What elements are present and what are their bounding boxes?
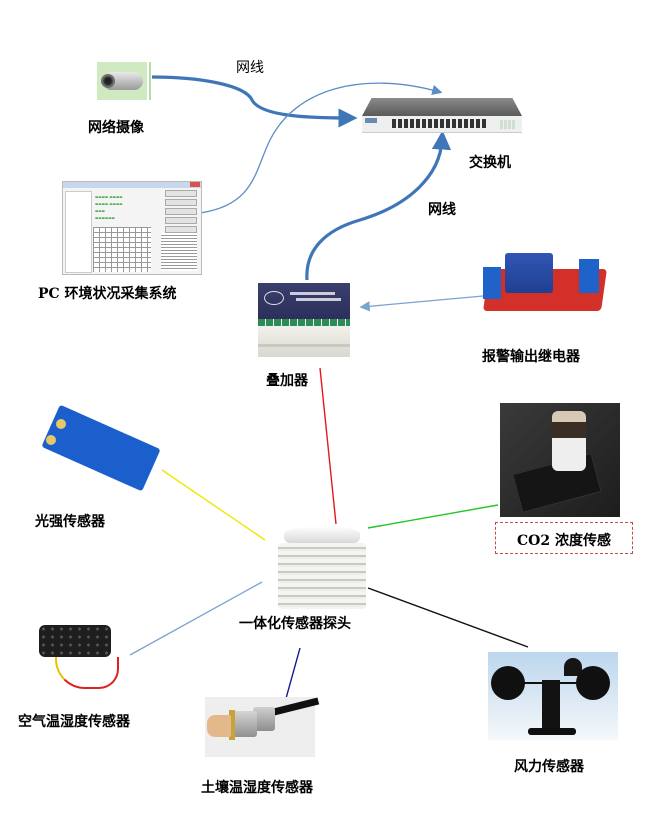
co2-sensor-label: CO2 浓度传感: [517, 533, 611, 549]
co2-sensor-icon: [500, 403, 620, 517]
soil-sensor-label: 土壤温湿度传感器: [201, 780, 313, 796]
relay-module-icon: [483, 253, 608, 318]
superimposer-icon: [258, 283, 350, 357]
wind-sensor-label: 风力传感器: [514, 759, 584, 775]
edge-co2-probe: [367, 504, 499, 529]
edge-soil-probe: [284, 647, 301, 703]
co2-sensor-label-box: CO2 浓度传感: [495, 522, 633, 554]
network-camera-icon: [97, 62, 151, 100]
pc-system-label: PC 环境状况采集系统: [38, 286, 177, 302]
superimposer-label: 叠加器: [266, 373, 308, 389]
edge-pc-switch: [199, 82, 443, 214]
switch-label: 交换机: [469, 155, 511, 171]
light-sensor-icon: [38, 404, 161, 492]
probe-label: 一体化传感器探头: [239, 616, 351, 632]
edge-label-network-cable-top: 网线: [236, 60, 264, 76]
pc-software-screenshot-icon: ▬▬▬▬ ▬▬▬▬▬▬▬▬ ▬▬▬▬▬▬▬▬▬▬▬▬▬: [62, 181, 202, 275]
soil-sensor-icon: [205, 697, 320, 757]
anemometer-icon: [488, 652, 618, 740]
relay-label: 报警输出继电器: [482, 349, 580, 365]
edge-light-probe: [161, 469, 266, 541]
air-temp-humidity-label: 空气温湿度传感器: [18, 714, 130, 730]
edge-camera-switch: [151, 75, 358, 128]
edge-superimposer-switch: [305, 130, 452, 281]
edge-label-network-cable-mid: 网线: [428, 202, 456, 218]
edge-relay-superimposer: [359, 295, 484, 312]
camera-label: 网络摄像: [88, 120, 144, 136]
edge-airth-probe: [129, 581, 263, 656]
light-sensor-label: 光强传感器: [35, 514, 105, 530]
air-temp-humidity-sensor-icon: [35, 625, 135, 695]
sensor-probe-icon: [278, 527, 366, 609]
edge-wind-probe: [367, 587, 529, 648]
network-switch-icon: [362, 98, 522, 133]
edge-probe-superimposer: [319, 367, 337, 525]
